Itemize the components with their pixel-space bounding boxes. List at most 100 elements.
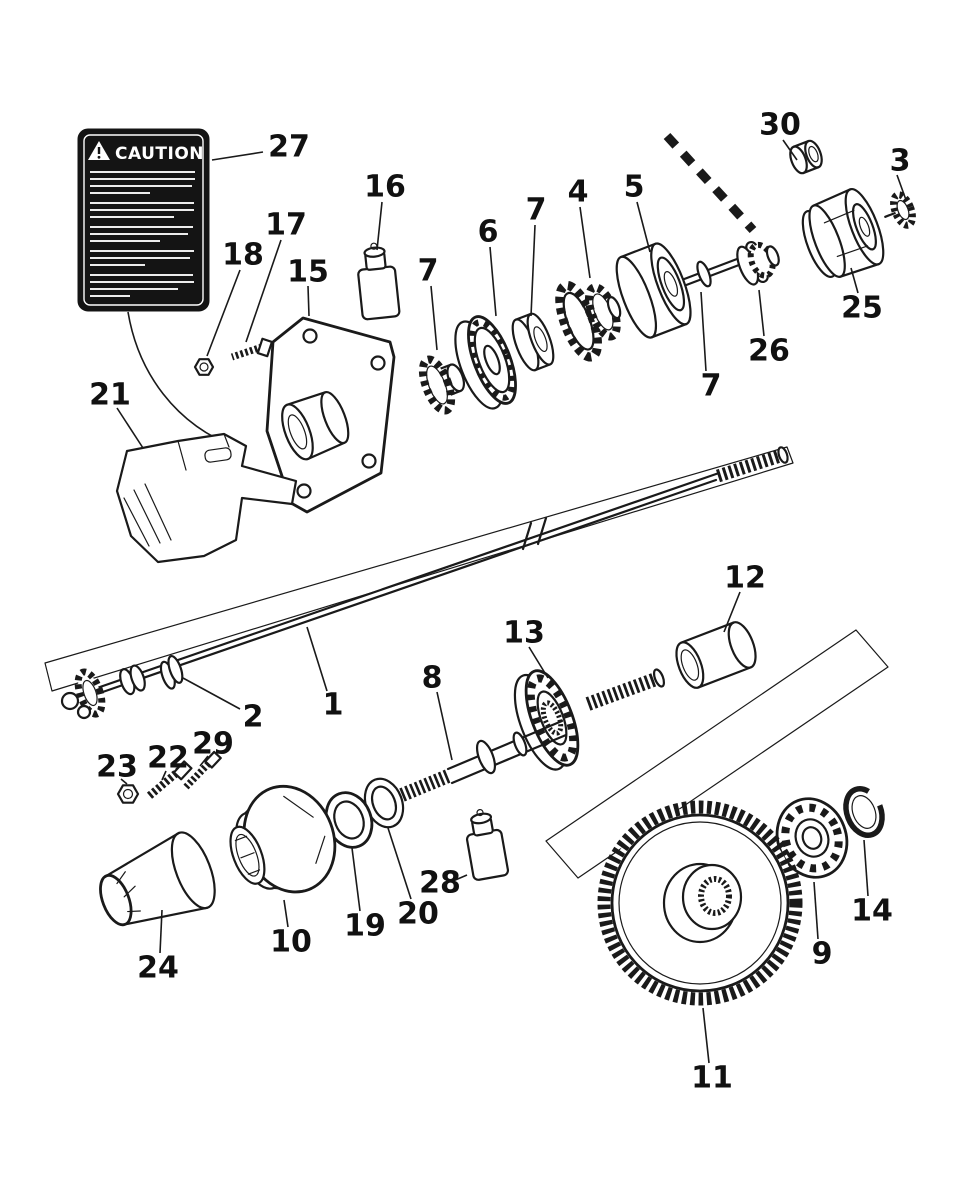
callout-22-leader-22: [161, 770, 167, 781]
callout-12-number-18: 18: [222, 238, 264, 273]
callout-16-number-12: 12: [724, 561, 766, 596]
caution-title: CAUTION: [115, 144, 204, 164]
part-1-driveline-shaft: [60, 446, 789, 720]
part-11-gear: [597, 800, 803, 1006]
callout-6-number-6: 6: [478, 215, 499, 250]
callout-17-leader-13: [528, 646, 549, 679]
part-26-joint: [736, 240, 780, 286]
callout-7-leader-7: [530, 224, 536, 317]
part-18-nut: [193, 358, 215, 376]
callout-23-number-29: 29: [192, 727, 234, 762]
callout-24-leader-10: [283, 899, 289, 928]
callout-16-leader-12: [723, 591, 741, 633]
callout-10-leader-26: [758, 289, 765, 337]
caution-body-text: [90, 170, 195, 298]
callout-9-number-25: 25: [841, 291, 883, 326]
caution-mount-curve: [127, 311, 239, 449]
callout-25-number-19: 19: [344, 909, 386, 944]
callout-8-leader-7: [430, 285, 438, 351]
part-7-collar: [511, 312, 555, 372]
callout-24-number-10: 10: [270, 925, 312, 960]
part-21-bracket: [115, 432, 298, 564]
part-7-splined-coupling: [418, 355, 466, 415]
callout-2-leader-3: [896, 174, 907, 201]
part-16-grease-bottle: [357, 242, 401, 321]
callout-11-number-7: 7: [701, 369, 722, 404]
callout-14-leader-15: [307, 285, 310, 317]
callout-4-leader-4: [579, 206, 591, 279]
driveline-collar: [119, 664, 146, 696]
callout-26-number-20: 20: [397, 897, 439, 932]
part-8-shaft: [399, 719, 568, 802]
callout-6-leader-6: [489, 246, 497, 317]
part-24-cap: [99, 831, 216, 927]
callout-23-leader-29: [199, 755, 209, 767]
lower-guide-band: [545, 629, 889, 879]
part-22-bolt: [145, 760, 193, 801]
part-4-gear-cluster: [555, 280, 622, 362]
callout-7-number-7: 7: [526, 193, 547, 228]
callout-13-leader-17: [245, 239, 282, 343]
callout-0-leader-27: [211, 151, 264, 161]
plate-boss: [281, 390, 350, 461]
part-20-ring: [363, 777, 405, 829]
callout-0-number-27: 27: [268, 130, 310, 165]
part-13-bearing: [513, 669, 580, 771]
part-2-washer: [159, 654, 184, 690]
callout-2-number-3: 3: [890, 144, 911, 179]
callout-1-leader-30: [782, 139, 798, 161]
callout-20-number-2: 2: [243, 700, 264, 735]
callout-20-leader-2: [182, 677, 241, 710]
callout-14-number-15: 15: [287, 255, 329, 290]
part-7-washer-upper: [696, 260, 712, 288]
callout-19-leader-1: [306, 626, 328, 692]
callout-29-number-9: 9: [812, 937, 833, 972]
callout-26-leader-20: [387, 827, 412, 900]
callout-4-number-4: 4: [568, 175, 589, 210]
driveline-guide-band: [44, 446, 794, 692]
callout-5-number-5: 5: [624, 170, 645, 205]
driveline-yoke-end: [74, 668, 106, 718]
callout-30-leader-14: [863, 839, 869, 897]
callout-28-leader-28: [452, 874, 468, 882]
callout-22-number-22: 22: [147, 741, 189, 776]
callout-3-number-16: 16: [364, 170, 406, 205]
part-12-bushing: [675, 621, 757, 689]
part-23-nut: [116, 784, 140, 804]
part-17-bolt: [230, 337, 274, 361]
part-28-grease-bottle: [465, 808, 510, 881]
callout-10-number-26: 26: [748, 334, 790, 369]
callout-27-number-24: 24: [137, 951, 179, 986]
part-30-cap: [789, 139, 823, 175]
shaft-break-marks: [521, 516, 548, 551]
callout-9-leader-25: [850, 267, 859, 294]
callout-31-leader-11: [702, 1007, 710, 1064]
callout-18-number-8: 8: [422, 661, 443, 696]
callout-27-leader-24: [159, 909, 163, 954]
callout-18-leader-8: [436, 691, 453, 761]
callout-8-number-7: 7: [418, 254, 439, 289]
caution-label: CAUTION: [77, 128, 239, 449]
part-14-snap-ring: [843, 786, 885, 838]
callout-29-leader-9: [813, 881, 819, 940]
part-5-drum: [615, 242, 692, 339]
part-3-splined-tip: [884, 191, 916, 229]
part-19-ring: [324, 791, 374, 849]
callout-28-number-28: 28: [419, 866, 461, 901]
callout-31-number-11: 11: [691, 1061, 733, 1096]
callout-11-leader-7: [700, 291, 707, 372]
callout-30-number-14: 14: [851, 894, 893, 929]
part-25-coupling: [801, 188, 885, 279]
callout-13-number-17: 17: [265, 208, 307, 243]
part-29-bolt: [183, 750, 222, 790]
part-15-mounting-plate: [265, 316, 396, 514]
callout-21-number-23: 23: [96, 750, 138, 785]
callout-5-leader-5: [636, 201, 651, 253]
part-10-housing: [229, 784, 337, 894]
callout-17-number-13: 13: [503, 616, 545, 651]
part-6-bearing: [454, 315, 517, 410]
callout-3-leader-16: [376, 201, 383, 251]
callout-12-leader-18: [206, 269, 241, 357]
